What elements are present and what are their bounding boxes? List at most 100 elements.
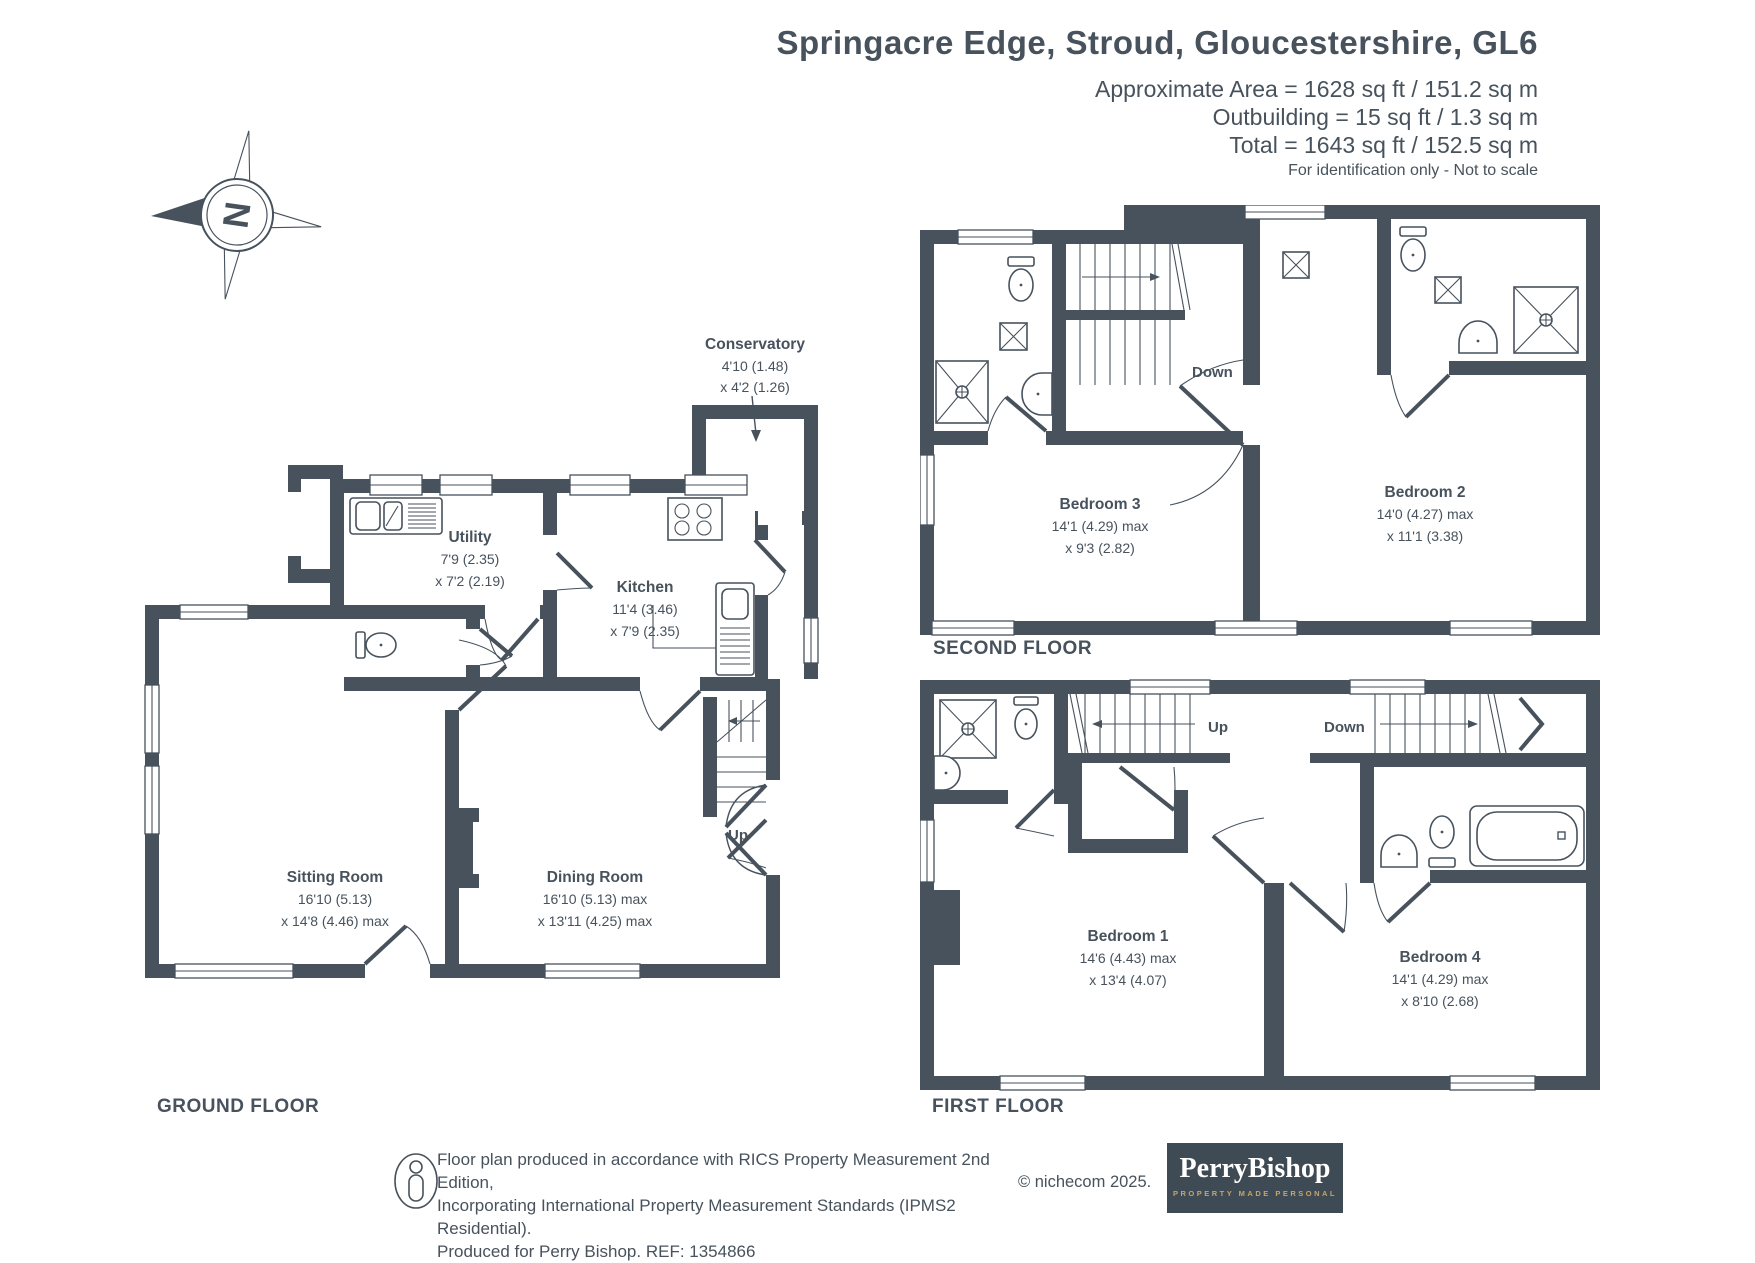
footer-line3: Produced for Perry Bishop. REF: 1354866 — [437, 1242, 756, 1261]
room-dim: 14'0 (4.27) max — [1377, 506, 1474, 522]
sink-icon — [1021, 372, 1053, 416]
room-dim: x 7'9 (2.35) — [610, 623, 680, 639]
door — [363, 924, 431, 966]
room-dim: x 8'10 (2.68) — [1401, 993, 1478, 1009]
stairs-down-label: Down — [1192, 364, 1233, 381]
window — [569, 474, 631, 496]
stairs-up-label: Up — [1208, 719, 1228, 736]
sink-icon — [1380, 834, 1418, 868]
window — [1349, 679, 1426, 695]
logo-subtitle: PROPERTY MADE PERSONAL — [1172, 1189, 1338, 1198]
copyright-notice: © nichecom 2025. — [1018, 1173, 1152, 1191]
logo-title: PerryBishop — [1179, 1153, 1331, 1184]
room-dim: x 9'3 (2.82) — [1065, 540, 1135, 556]
stairs-up-label: Up — [728, 827, 748, 844]
door — [1178, 359, 1245, 447]
room-label: Bedroom 2 — [1385, 484, 1466, 501]
ground-floor-caption: GROUND FLOOR — [157, 1096, 320, 1117]
room-dim: 14'1 (4.29) max — [1392, 971, 1489, 987]
kitchen-sink-unit-icon — [715, 582, 755, 676]
utility-sink-icon — [349, 497, 443, 535]
second-floor-plan: Down — [920, 205, 1600, 636]
second-floor-caption: SECOND FLOOR — [933, 638, 1093, 659]
door — [1288, 881, 1348, 934]
window — [174, 963, 294, 979]
chimney-breast — [934, 890, 960, 965]
room-dim: x 4'2 (1.26) — [720, 379, 790, 395]
room-dim: x 13'4 (4.07) — [1089, 972, 1166, 988]
room-dim: x 11'1 (3.38) — [1387, 528, 1463, 544]
window — [999, 1075, 1086, 1091]
outbuilding-area: Outbuilding = 15 sq ft / 1.3 sq m — [1212, 104, 1538, 130]
room-label: Dining Room — [547, 869, 643, 886]
first-floor-caption: FIRST FLOOR — [932, 1096, 1065, 1117]
door — [1373, 881, 1432, 924]
door — [1169, 444, 1244, 506]
window — [179, 604, 249, 620]
door — [1014, 788, 1056, 837]
room-dim: x 7'2 (2.19) — [435, 573, 505, 589]
shower-icon — [1513, 286, 1579, 354]
door — [987, 395, 1048, 433]
window — [920, 454, 935, 526]
compass-rose-icon: N — [151, 130, 322, 300]
cabinet-icon — [1282, 251, 1310, 279]
toilet-icon — [355, 631, 397, 659]
door — [1118, 765, 1176, 812]
pointer-arrow-icon — [751, 395, 761, 442]
window — [957, 229, 1034, 245]
room-label: Kitchen — [617, 579, 674, 596]
room-label: Bedroom 3 — [1060, 496, 1141, 513]
room-label: Conservatory — [705, 336, 805, 353]
person-scale-icon — [394, 1153, 438, 1209]
room-dim: x 14'8 (4.46) max — [281, 913, 389, 929]
shower-icon — [939, 699, 997, 759]
door — [726, 818, 768, 869]
toilet-icon — [1013, 696, 1039, 740]
sink-icon — [933, 755, 961, 791]
window — [544, 963, 641, 979]
window — [684, 474, 748, 496]
window — [931, 620, 1015, 636]
window — [1214, 620, 1298, 636]
door — [478, 627, 514, 666]
door — [639, 689, 702, 732]
room-dim: 14'6 (4.43) max — [1080, 950, 1177, 966]
cabinet-icon — [1434, 276, 1462, 304]
approximate-area: Approximate Area = 1628 sq ft / 151.2 sq… — [1094, 76, 1538, 102]
door — [1390, 373, 1451, 419]
shower-icon — [935, 360, 989, 424]
window — [920, 819, 935, 883]
window — [803, 617, 819, 664]
window — [439, 474, 493, 496]
compass-north-label: N — [214, 199, 258, 230]
stair-wall — [703, 697, 717, 817]
toilet-icon — [1007, 256, 1035, 302]
window — [1449, 1075, 1536, 1091]
door — [457, 639, 508, 712]
room-label: Utility — [448, 529, 491, 546]
staircase-down — [1079, 243, 1191, 385]
window — [1449, 620, 1533, 636]
folding-door — [1518, 696, 1545, 752]
room-label: Sitting Room — [287, 869, 383, 886]
bathtub-icon — [1469, 805, 1585, 867]
window — [369, 474, 423, 496]
toilet-icon — [1399, 226, 1427, 272]
room-dim: 16'10 (5.13) — [298, 891, 372, 907]
footer-disclaimer: Floor plan produced in accordance with R… — [437, 1148, 997, 1263]
stairs-down-label: Down — [1324, 719, 1365, 736]
door — [753, 538, 787, 596]
toilet-icon — [1428, 815, 1456, 868]
door-french — [724, 783, 768, 877]
footer-line2: Incorporating International Property Mea… — [437, 1196, 956, 1238]
scale-disclaimer: For identification only - Not to scale — [1288, 162, 1538, 179]
window — [1244, 205, 1326, 220]
room-label: Bedroom 1 — [1088, 928, 1169, 945]
room-dim: 7'9 (2.35) — [441, 551, 500, 567]
room-dim: x 13'11 (4.25) max — [538, 913, 652, 929]
room-dim: 4'10 (1.48) — [722, 358, 789, 374]
room-dim: 11'4 (3.46) — [612, 601, 677, 617]
first-floor-plan: Up Down Bedroom — [920, 679, 1600, 1091]
door — [555, 551, 594, 591]
